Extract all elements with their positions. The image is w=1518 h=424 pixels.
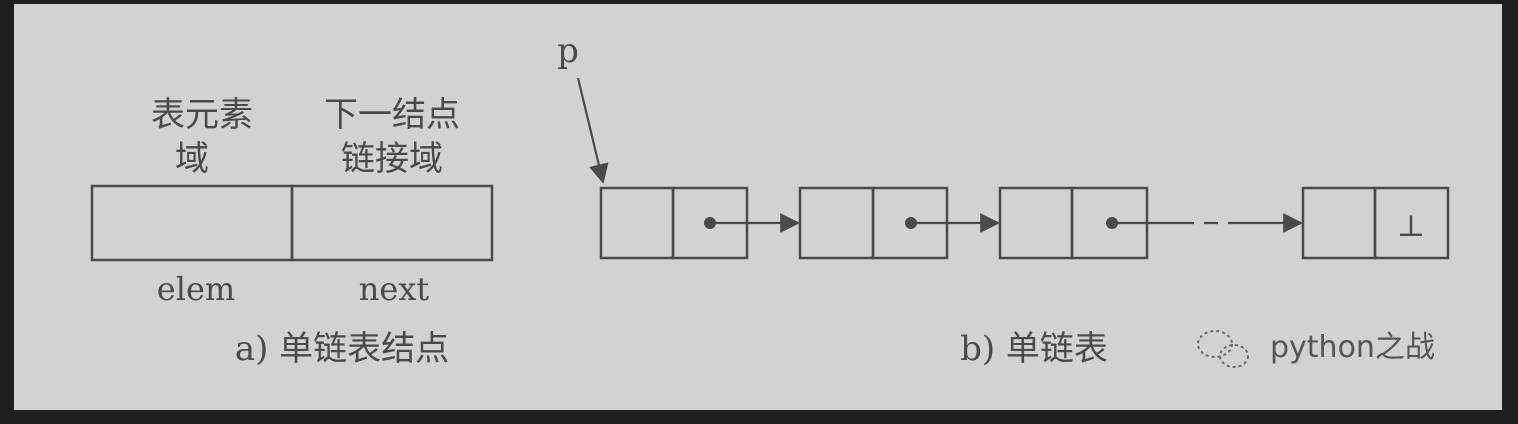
watermark-text: python之战 [1270,330,1435,365]
watermark: python之战 [1197,330,1435,368]
elem-field-label-line1: 表元素 [151,95,253,135]
elem-field-label-line2: 域 [175,139,209,179]
next-field-box [290,184,494,262]
node-structure-caption: a) 单链表结点 [235,329,449,369]
linked-list-caption: b) 单链表 [960,329,1108,369]
wechat-icon [1197,330,1249,368]
pointer-label-p: p [557,31,579,71]
null-terminator-symbol: ⊥ [1397,209,1425,244]
next-field-label-line1: 下一结点 [324,95,460,135]
next-field-name: next [359,270,430,308]
last-node-next-cell [1373,186,1450,260]
head-pointer-arrow [576,77,609,184]
linked-list: p ⊥ b) 单链表 [557,31,1450,369]
next-field-label-line2: 链接域 [341,139,443,179]
list-node-last: ⊥ [1301,186,1450,260]
elem-field-name: elem [157,270,235,308]
diagram-background [14,4,1502,410]
node-structure: 表元素 域 下一结点 链接域 elem next a) 单链表结点 [90,95,494,369]
